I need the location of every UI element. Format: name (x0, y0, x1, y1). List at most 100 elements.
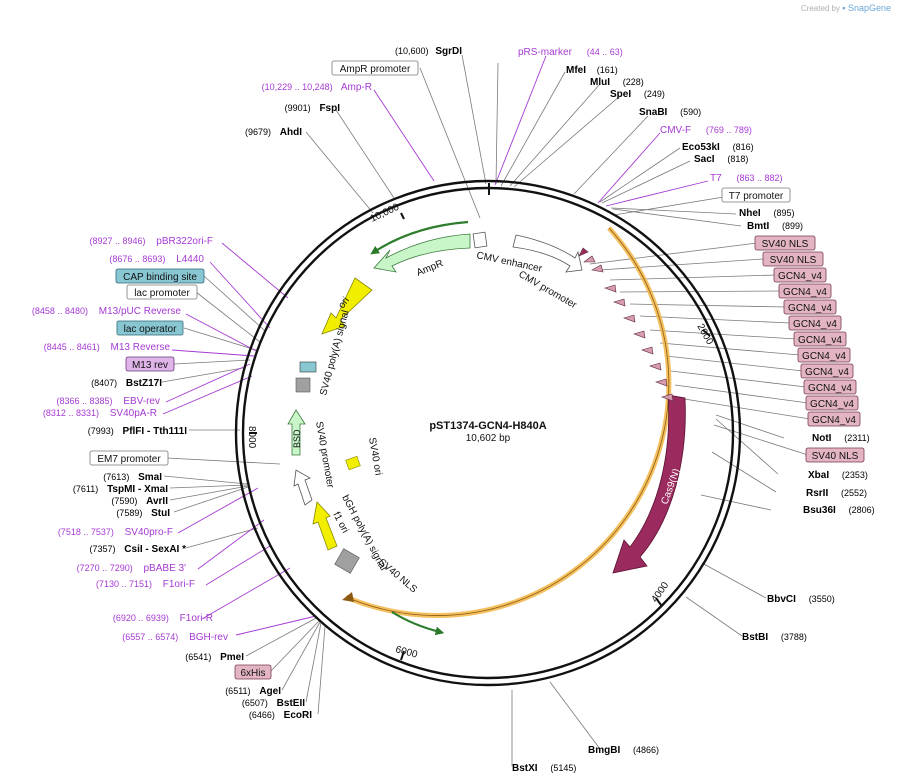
primer-prs-marker[interactable]: pRS-marker (44 .. 63) (518, 47, 623, 58)
primer-sv40pro-f[interactable]: (7518 .. 7537) SV40pro-F (58, 527, 173, 538)
primer-ebv-rev[interactable]: (8366 .. 8385) EBV-rev (56, 396, 160, 407)
site-mfei[interactable]: MfeI (161) (566, 65, 618, 76)
f1-ori-feature (312, 501, 338, 551)
site-saci-name: SacI (694, 154, 715, 165)
site-bmgbi[interactable]: BmgBI (4866) (588, 745, 659, 756)
site-bbvci[interactable]: BbvCI (3550) (767, 594, 835, 605)
feature-box-m13-rev[interactable]: M13 rev (132, 360, 168, 371)
feature-box-gcn4-2[interactable]: GCN4_v4 (783, 287, 827, 298)
site-ecori[interactable]: (6466) EcoRI (249, 710, 312, 721)
primer-m13puc-reverse[interactable]: (8458 .. 8480) M13/pUC Reverse (32, 306, 182, 317)
site-bmti[interactable]: BmtI (899) (747, 221, 803, 232)
primer-pbr322ori-f-name: pBR322ori-F (156, 236, 213, 247)
site-fspi[interactable]: (9901) FspI (285, 103, 341, 114)
primer-cmv-f[interactable]: CMV-F (769 .. 789) (660, 125, 752, 136)
feature-box-gcn4-5[interactable]: GCN4_v4 (798, 335, 842, 346)
site-agei-pos: (6511) (225, 686, 250, 696)
feature-box-sv40-nls-3[interactable]: SV40 NLS (812, 451, 859, 462)
feature-box-gcn4-9[interactable]: GCN4_v4 (810, 399, 854, 410)
feature-box-gcn4-4[interactable]: GCN4_v4 (793, 319, 837, 330)
feature-box-sv40-nls-1[interactable]: SV40 NLS (762, 239, 809, 250)
feature-box-ampr-promoter[interactable]: AmpR promoter (340, 64, 411, 75)
site-avrii-pos: (7590) (111, 496, 137, 506)
feature-box-gcn4-8[interactable]: GCN4_v4 (808, 383, 852, 394)
site-bmgbi-name: BmgBI (588, 745, 620, 756)
primer-pbabe-3[interactable]: (7270 .. 7290) pBABE 3' (77, 563, 186, 574)
site-nhei[interactable]: NheI (895) (739, 208, 794, 219)
sv40pa-feature (295, 377, 311, 393)
site-bstz17i[interactable]: (8407) BstZ17I (91, 378, 162, 389)
site-pmei-name: PmeI (220, 652, 244, 663)
primer-sv40pa-r-name: SV40pA-R (110, 408, 157, 419)
primer-ebv-rev-range: (8366 .. 8385) (56, 396, 112, 406)
site-saci[interactable]: SacI (818) (694, 154, 748, 165)
site-rsrii[interactable]: RsrII (2552) (806, 488, 867, 499)
feature-box-gcn4-6[interactable]: GCN4_v4 (802, 351, 846, 362)
primer-sv40pa-r[interactable]: (8312 .. 8331) SV40pA-R (43, 408, 157, 419)
feature-box-6xhis[interactable]: 6xHis (240, 668, 265, 679)
feature-box-gcn4-10[interactable]: GCN4_v4 (812, 415, 856, 426)
site-noti-pos: (2311) (844, 433, 869, 443)
plasmid-name: pST1374-GCN4-H840A (429, 420, 546, 432)
primer-sv40pro-f-name: SV40pro-F (125, 527, 173, 538)
feature-box-em7-promoter[interactable]: EM7 promoter (97, 454, 161, 465)
primer-f1ori-r[interactable]: (6920 .. 6939) F1ori-R (113, 613, 213, 624)
primer-amp-r-name: Amp-R (341, 82, 372, 93)
primer-amp-r[interactable]: (10,229 .. 10,248) Amp-R (262, 82, 372, 93)
feature-box-lac-operator[interactable]: lac operator (124, 324, 177, 335)
feature-box-t7-promoter[interactable]: T7 promoter (729, 191, 784, 202)
feature-box-cap-binding-site[interactable]: CAP binding site (123, 272, 197, 283)
site-fspi-pos: (9901) (285, 103, 311, 113)
site-tspmi-pos: (7611) (73, 484, 98, 494)
tick-label-4000: 4000 (649, 580, 671, 605)
primers: pRS-marker (44 .. 63) (10,229 .. 10,248)… (32, 47, 783, 643)
primer-t7[interactable]: T7 (863 .. 882) (710, 173, 782, 184)
site-agei[interactable]: (6511) AgeI (225, 686, 281, 697)
site-stui[interactable]: (7589) StuI (116, 508, 170, 519)
site-tspmi[interactable]: (7611) TspMI - XmaI (73, 484, 168, 495)
site-spei[interactable]: SpeI (249) (610, 89, 665, 100)
primer-bgh-rev[interactable]: (6557 .. 6574) BGH-rev (122, 632, 228, 643)
site-sgrdi-name: SgrDI (435, 46, 462, 57)
bsd-feature (287, 409, 306, 456)
primer-pbr322ori-f-range: (8927 .. 8946) (89, 236, 145, 246)
primer-f1ori-f[interactable]: (7130 .. 7151) F1ori-F (96, 579, 195, 590)
primer-m13puc-reverse-name: M13/pUC Reverse (99, 306, 182, 317)
feature-box-gcn4-1[interactable]: GCN4_v4 (778, 271, 822, 282)
primer-cmv-f-range: (769 .. 789) (706, 125, 752, 135)
feature-box-sv40-nls-2[interactable]: SV40 NLS (770, 255, 817, 266)
primer-amp-r-range: (10,229 .. 10,248) (262, 82, 333, 92)
site-bsteii-name: BstEII (277, 698, 306, 709)
site-csii[interactable]: (7357) CsiI - SexAI * (90, 544, 187, 555)
primer-f1ori-r-range: (6920 .. 6939) (113, 613, 169, 623)
site-sgrdi[interactable]: (10,600) SgrDI (395, 46, 462, 57)
site-bsteii[interactable]: (6507) BstEII (242, 698, 305, 709)
site-smai[interactable]: (7613) SmaI (103, 472, 162, 483)
site-pmei[interactable]: (6541) PmeI (185, 652, 244, 663)
site-smai-name: SmaI (138, 472, 162, 483)
site-snabi[interactable]: SnaBI (590) (639, 107, 701, 118)
site-noti[interactable]: NotI (2311) (812, 433, 870, 444)
feature-box-lac-promoter[interactable]: lac promoter (134, 288, 190, 299)
primer-l4440[interactable]: (8676 .. 8693) L4440 (109, 254, 204, 265)
primer-m13-reverse[interactable]: (8445 .. 8461) M13 Reverse (44, 342, 171, 353)
site-ahdi[interactable]: (9679) AhdI (245, 127, 302, 138)
site-bstz17i-pos: (8407) (91, 378, 117, 388)
site-xbai[interactable]: XbaI (2353) (808, 470, 868, 481)
site-eco53ki[interactable]: Eco53kI (816) (682, 142, 754, 153)
site-pflfi[interactable]: (7993) PflFI - Tth111I (88, 426, 187, 437)
primer-pbr322ori-f[interactable]: (8927 .. 8946) pBR322ori-F (89, 236, 213, 247)
site-bstxi-name: BstXI (512, 763, 538, 774)
site-bstbi[interactable]: BstBI (3788) (742, 632, 807, 643)
primer-prs-marker-range: (44 .. 63) (587, 47, 623, 57)
site-bstxi[interactable]: BstXI (5145) (512, 763, 576, 774)
site-mlui-pos: (228) (623, 77, 644, 87)
site-mlui[interactable]: MluI (228) (590, 77, 644, 88)
bsd-label: BSD (292, 429, 302, 448)
site-avrii[interactable]: (7590) AvrII (111, 496, 168, 507)
feature-box-gcn4-7[interactable]: GCN4_v4 (805, 367, 849, 378)
primer-sv40pa-r-range: (8312 .. 8331) (43, 408, 99, 418)
feature-box-gcn4-3[interactable]: GCN4_v4 (788, 303, 832, 314)
site-bsu36i[interactable]: Bsu36I (2806) (803, 505, 875, 516)
